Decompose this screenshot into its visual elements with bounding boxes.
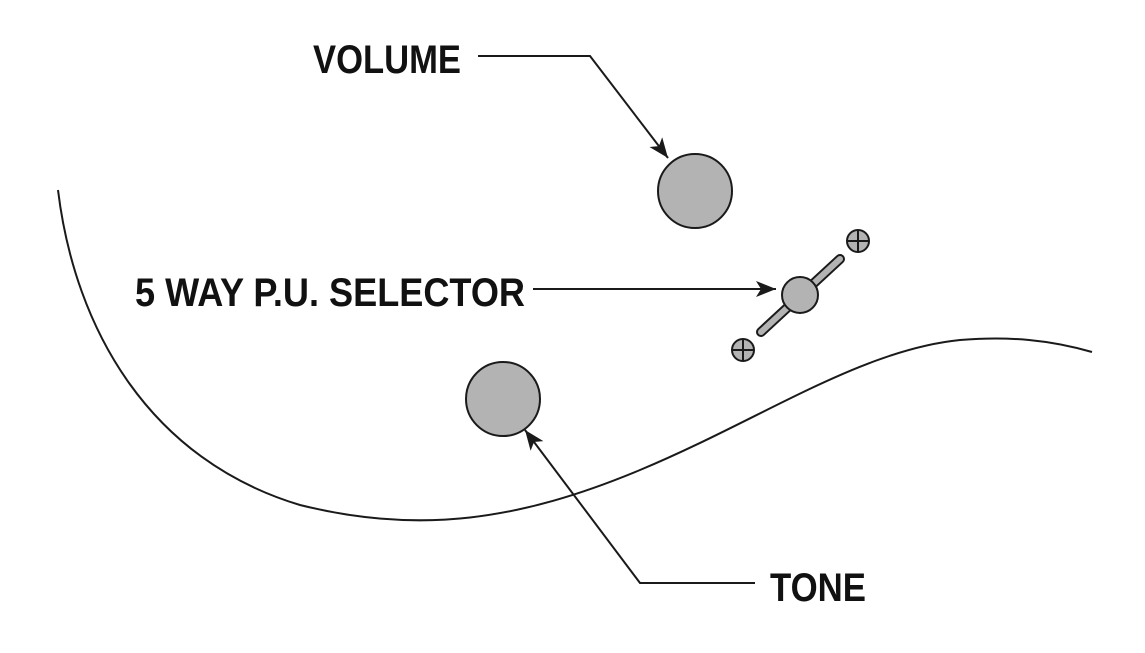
- screw-icon: [846, 229, 870, 253]
- selector-label: 5 WAY P.U. SELECTOR: [135, 271, 525, 315]
- volume-leader-arrow: [478, 55, 669, 159]
- tone-leader-arrow: [524, 429, 755, 584]
- volume-label: VOLUME: [313, 38, 461, 82]
- tone-label: TONE: [770, 566, 866, 610]
- tone-knob: [465, 361, 541, 437]
- pickup-selector-switch: [756, 254, 845, 337]
- volume-knob: [657, 153, 733, 229]
- screw-icon: [731, 338, 755, 362]
- guitar-body-outline: [57, 189, 1093, 522]
